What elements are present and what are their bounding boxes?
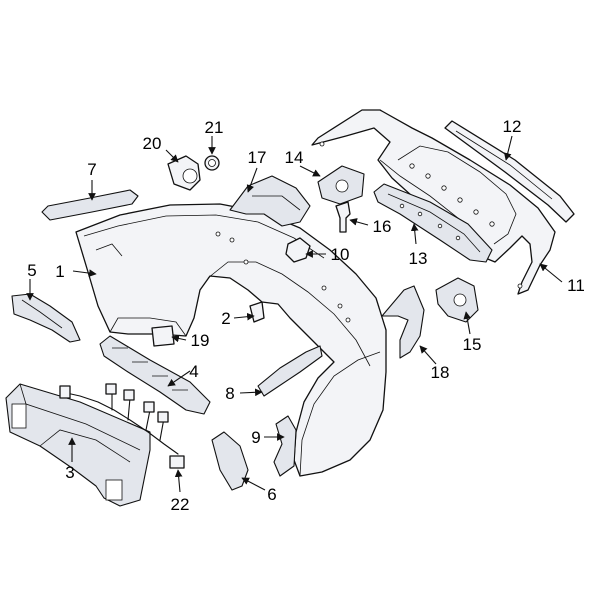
part-15-bracket <box>435 277 479 323</box>
callout-5: 5 <box>27 261 36 280</box>
leader-lines <box>26 135 563 493</box>
part-20-sensor <box>167 155 201 191</box>
callout-15: 15 <box>463 335 482 354</box>
callout-4: 4 <box>189 362 198 381</box>
part-2-clip <box>249 301 265 323</box>
part-5-side-bracket <box>11 293 81 343</box>
callout-2: 2 <box>221 309 230 328</box>
part-16-fastener <box>335 201 351 233</box>
callout-12: 12 <box>503 117 522 136</box>
part-11-diffuser-panel <box>311 109 556 295</box>
callout-13: 13 <box>409 249 428 268</box>
callout-21: 21 <box>205 118 224 137</box>
callout-1: 1 <box>55 262 64 281</box>
part-13-center-trim <box>373 183 493 263</box>
callout-3: 3 <box>65 463 74 482</box>
callout-20: 20 <box>143 134 162 153</box>
part-7-upper-bracket <box>41 189 139 221</box>
callout-17: 17 <box>248 148 267 167</box>
callout-19: 19 <box>191 331 210 350</box>
callout-8: 8 <box>225 384 234 403</box>
part-4-absorber-strip <box>99 335 211 415</box>
callout-11: 11 <box>567 276 585 295</box>
callout-22: 22 <box>171 495 190 514</box>
part-12-upper-trim-strip <box>444 120 575 223</box>
part-21-ring <box>204 155 220 171</box>
part-14-bracket <box>317 165 365 205</box>
part-19-module <box>151 325 175 347</box>
callout-18: 18 <box>431 363 450 382</box>
part-6-bracket <box>211 431 249 491</box>
part-9-bracket <box>273 415 297 477</box>
part-1-bumper-cover <box>75 203 387 477</box>
part-8-lower-bracket <box>257 345 323 397</box>
part-3-impact-bar <box>5 383 151 507</box>
part-10-clip <box>285 237 311 263</box>
callout-9: 9 <box>251 428 260 447</box>
callout-14: 14 <box>285 148 304 167</box>
callout-labels: 1 2 3 4 5 6 7 8 9 10 11 12 13 14 15 16 1… <box>27 117 585 514</box>
part-18-side-bracket <box>381 285 425 359</box>
callout-16: 16 <box>373 217 392 236</box>
callout-6: 6 <box>267 485 276 504</box>
wiring-harness <box>59 383 185 469</box>
callout-10: 10 <box>331 245 350 264</box>
callout-7: 7 <box>87 160 96 179</box>
